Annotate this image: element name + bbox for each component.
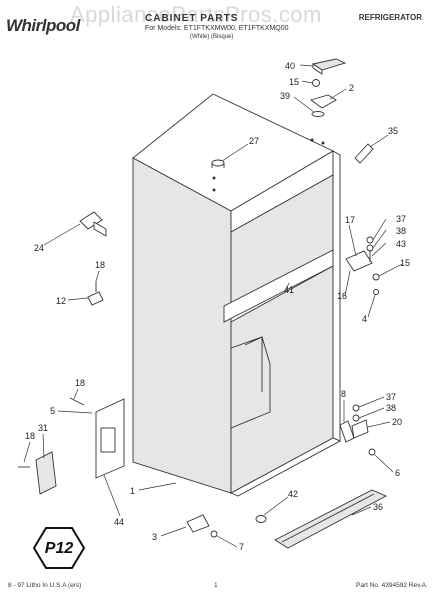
washer-38-top [366,244,374,252]
toe-grille-36-line [281,493,375,543]
callout-18-lower: 18 [25,431,35,441]
cabinet [132,93,342,497]
plug-42 [255,515,267,523]
bracket-slot [100,427,116,453]
screw-6 [368,448,376,456]
p12-stamp: P12 [32,527,86,569]
inner-liner-shelf [230,336,271,429]
callout-27: 27 [249,136,259,146]
shim-39 [311,111,325,117]
screw-hole-1 [212,176,216,180]
callout-4: 4 [362,314,367,324]
callout-18-mid: 18 [75,378,85,388]
callout-8: 8 [341,389,346,399]
hinge-pin-24 [79,211,103,230]
part-number: Part No. 4394592 Rev.A [356,582,426,589]
model-colors: (White) (Bisque) [190,34,234,40]
washer-37-top [366,236,374,244]
callout-38-top: 38 [396,226,406,236]
screw-15-right [372,273,380,281]
screw-15-top [312,79,320,87]
bottom-hinge-8 [339,420,355,443]
callout-36: 36 [373,502,383,512]
washer-38-bottom [352,414,360,422]
screw-18-mid [69,397,85,406]
bracket-20 [351,419,369,439]
screw-hole-2 [212,188,216,192]
callout-42: 42 [288,489,298,499]
callout-43: 43 [396,239,406,249]
leveling-leg-3 [186,514,210,533]
callout-24: 24 [34,243,44,253]
left-small-parts [18,211,125,495]
page-number: 1 [214,582,218,589]
hinge-hole-2 [321,141,325,145]
callout-37-top: 37 [396,214,406,224]
model-numbers: For Models: ET1FTKXMW00, ET1FTKXMQ00 [145,25,289,32]
callout-3: 3 [152,532,157,542]
screw-4 [373,289,379,295]
center-hinge-16 [345,250,373,272]
callout-2: 2 [349,83,354,93]
callout-20: 20 [392,417,402,427]
callout-38-bottom: 38 [386,403,396,413]
washer-37-bottom [352,404,360,412]
callout-35: 35 [388,126,398,136]
hinge-pin-24-body [93,221,107,237]
hinge-cover-40-side [312,63,323,75]
callout-17: 17 [345,215,355,225]
callout-1: 1 [130,486,135,496]
toe-grille-36 [274,489,388,549]
brand-logo: Whirlpool [6,16,80,35]
callout-7: 7 [239,542,244,552]
door-stop-35 [354,143,374,164]
cover-31 [35,451,57,495]
top-hinge-assembly [309,58,374,164]
top-hinge-2 [309,94,337,109]
callout-15-right: 15 [400,258,410,268]
callout-6: 6 [395,468,400,478]
callout-44: 44 [114,517,124,527]
callout-12: 12 [56,296,66,306]
right-hinge-assembly [339,236,380,456]
appliance-category: REFRIGERATOR [358,13,422,22]
leader-lines [23,64,403,548]
watermark-text: AppliancePartsPros.com [70,2,322,27]
callout-16: 16 [337,291,347,301]
print-info: 8 - 97 Litho In U.S.A (ers) [8,582,82,589]
callout-37-bottom: 37 [386,392,396,402]
callout-41: 41 [284,285,294,295]
callout-31: 31 [38,423,48,433]
callout-39: 39 [280,91,290,101]
hinge-hole-1 [310,138,314,142]
callout-labels: 40 15 2 39 27 35 24 17 37 38 43 18 15 12… [25,61,410,552]
bracket-12 [87,291,104,306]
callout-40: 40 [285,61,295,71]
callout-5: 5 [50,406,55,416]
bottom-front-rail [229,437,342,497]
bottom-parts [186,489,388,549]
inner-liner-edge [244,336,263,392]
callout-15: 15 [289,77,299,87]
cabinet-left-side [132,157,232,494]
stamp-text: P12 [45,540,74,557]
page-title: CABINET PARTS [145,13,239,24]
screw-7 [210,530,218,538]
callout-18-upper: 18 [95,260,105,270]
